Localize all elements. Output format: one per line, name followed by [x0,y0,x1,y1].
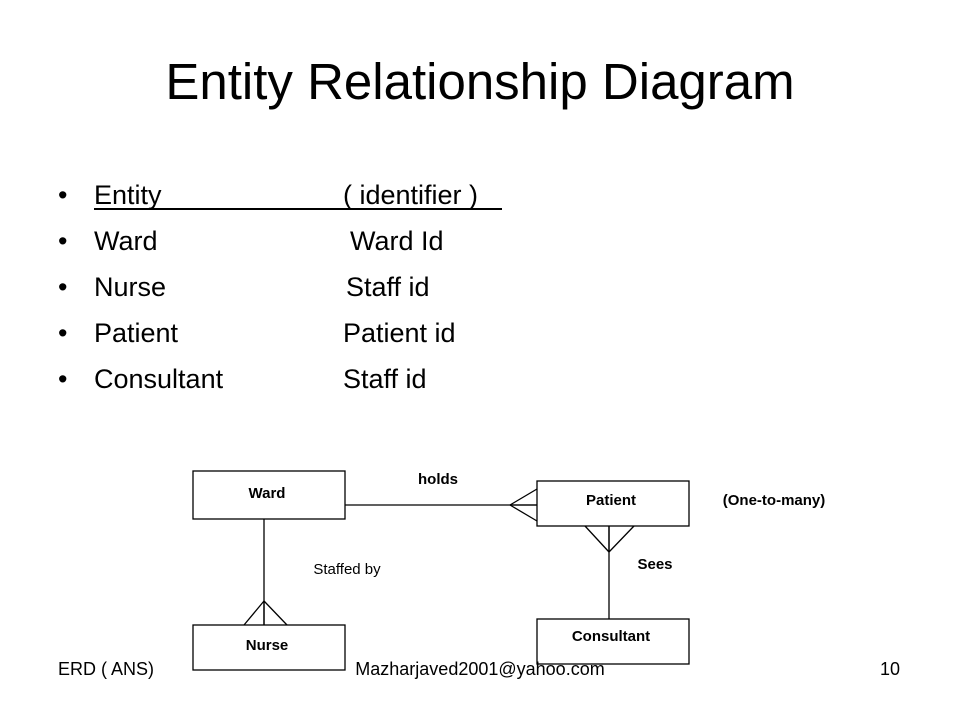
nurse-entity-label: Nurse [246,637,289,654]
bullet-row-header: • Entity ( identifier ) [58,172,578,218]
bullet-entity: Patient [94,318,179,348]
one-to-many-note: (One-to-many) [723,492,826,509]
holds-crowfoot [509,488,538,522]
page-number: 10 [880,659,901,679]
bullet-row-ward: • Ward Ward Id [58,218,578,264]
consultant-entity-label: Consultant [572,628,650,645]
bullet-identifier: Staff id [343,364,427,394]
patient-entity-box [536,480,690,527]
staffed-by-crowfoot [243,600,288,626]
bullet-entity: Consultant [94,364,224,394]
sees-label: Sees [637,556,672,573]
bullet-list: • Entity ( identifier ) • Ward Ward Id •… [58,172,578,402]
bullet-entity: Ward [94,226,158,256]
bullet-entity: Nurse [94,272,167,302]
bullet-row-consultant: • Consultant Staff id [58,356,578,402]
bullet-dot: • [58,272,68,302]
bullet-identifier: Patient id [343,318,456,348]
bullet-row-patient: • Patient Patient id [58,310,578,356]
footer-email: Mazharjaved2001@yahoo.com [355,659,605,679]
bullet-dot: • [58,226,68,256]
patient-entity-label: Patient [586,492,636,509]
bullet-dot: • [58,364,68,394]
bullet-dot: • [58,318,68,348]
bullet-entity-label: Entity [94,180,162,210]
sees-crowfoot [584,525,635,553]
footer-left: ERD ( ANS) [58,659,155,679]
bullet-identifier-label: ( identifier ) [343,180,479,210]
bullet-row-nurse: • Nurse Staff id [58,264,578,310]
ward-entity-label: Ward [249,485,286,502]
holds-label: holds [418,471,458,488]
ward-entity-box [192,470,346,520]
bullet-identifier: Staff id [346,272,430,302]
header-underline [94,208,502,210]
consultant-entity-box [536,618,690,665]
bullet-dot: • [58,180,68,210]
staffed-by-label: Staffed by [313,561,381,578]
slide-title: Entity Relationship Diagram [165,53,795,110]
nurse-entity-box [192,624,346,671]
bullet-identifier: Ward Id [350,226,444,256]
